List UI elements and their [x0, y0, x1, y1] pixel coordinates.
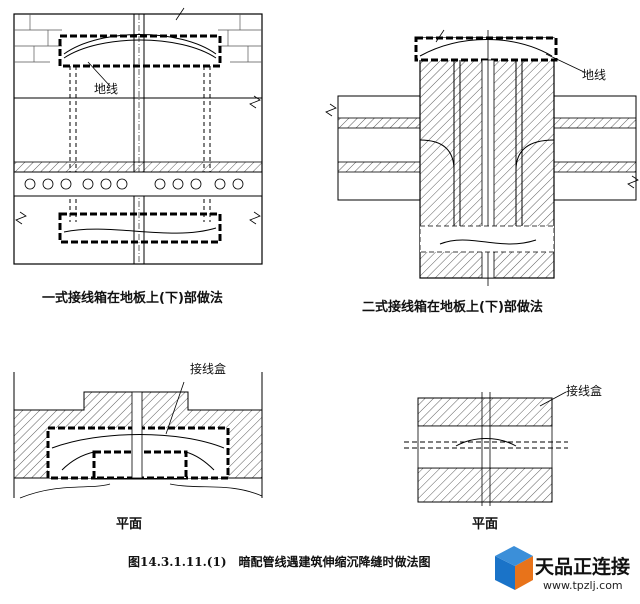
panel-frame: [13, 13, 263, 265]
caption-bottom-left: 平面: [116, 517, 143, 532]
floor-screed: [13, 161, 263, 173]
label-ground-wire-tl: 地线: [94, 82, 119, 96]
watermark-title: 天品正连接: [535, 556, 631, 578]
label-ground-wire-tr: 地线: [582, 68, 607, 82]
vertical-conduits: [69, 66, 211, 222]
upper-junction-box: [414, 36, 558, 62]
hollow-core-slab: [13, 171, 263, 197]
break-mark: [249, 95, 261, 109]
upper-junction-box: [58, 34, 222, 68]
label-leader: [165, 381, 185, 435]
watermark-logo-mark: [495, 546, 533, 590]
conduits: [419, 60, 555, 230]
label-junction-box-br: 接线盒: [566, 384, 603, 398]
slab-cores: [24, 178, 244, 190]
label-leader: [545, 53, 585, 73]
watermark-url: www.tpzlj.com: [543, 579, 623, 592]
caption-top-right: 二式接线箱在地板上(下)部做法: [362, 300, 543, 315]
figure-caption: 图14.3.1.11.(1) 暗配管线遇建筑伸缩沉降缝时做法图: [128, 555, 431, 569]
label-leader: [87, 61, 111, 87]
ground-wire-curve: [63, 34, 217, 55]
label-junction-box-bl: 接线盒: [190, 362, 227, 376]
panel-bottom-left: [13, 372, 263, 499]
upper-wall: [417, 397, 553, 427]
panel-top-left: [13, 7, 263, 265]
junction-box: [417, 425, 553, 469]
lower-wall: [417, 467, 553, 503]
caption-bottom-right: 平面: [472, 517, 499, 532]
lower-junction-box: [58, 212, 222, 244]
masonry-wall: [14, 14, 262, 99]
left-wall: [337, 95, 421, 201]
lower-junction-box: [419, 225, 555, 253]
right-wall: [553, 95, 637, 201]
panel-top-right: [325, 29, 639, 286]
label-leader: [539, 391, 567, 407]
caption-top-left: 一式接线箱在地板上(下)部做法: [42, 291, 223, 306]
panel-bottom-right: [404, 391, 568, 506]
